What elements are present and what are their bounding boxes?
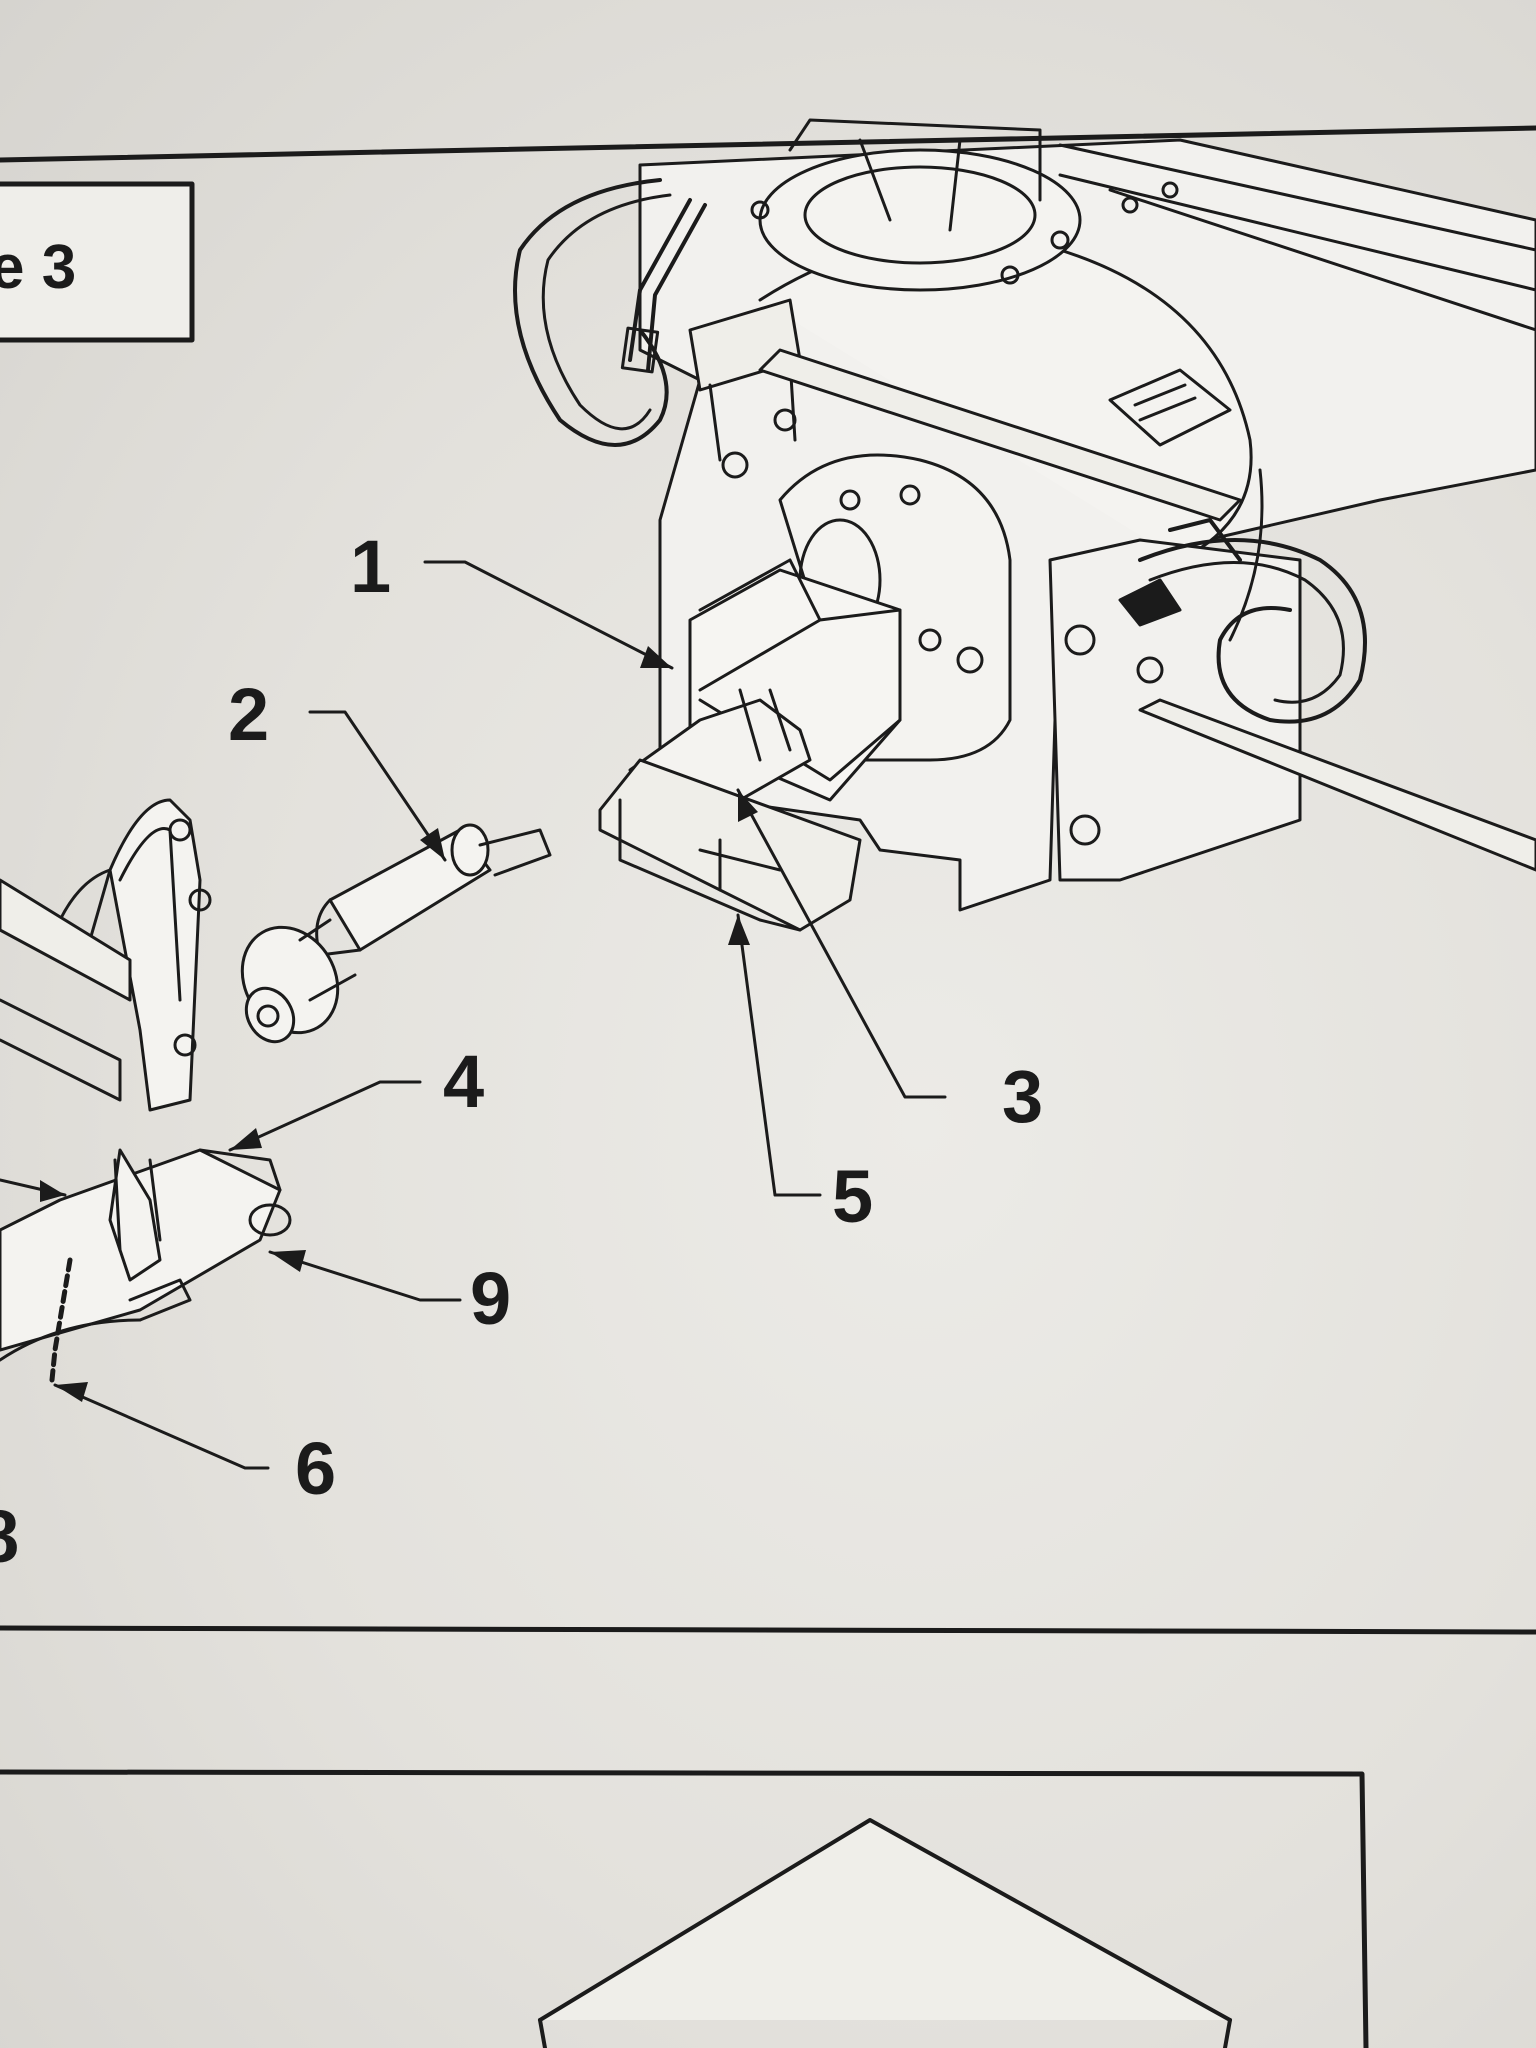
drive-shaft xyxy=(240,823,552,1044)
callout-4: 4 xyxy=(443,1040,485,1123)
lower-figure-frame xyxy=(0,1769,1369,2048)
tractor-hitch xyxy=(0,798,292,1383)
top-flange xyxy=(758,148,1082,292)
leader-3 xyxy=(736,788,947,1099)
hose-coil-right xyxy=(1138,538,1367,724)
leader-lines xyxy=(0,560,947,1470)
callout-2: 2 xyxy=(228,673,270,756)
figure-label-box xyxy=(0,181,195,343)
leader-6 xyxy=(53,1383,270,1470)
leader-9 xyxy=(268,1250,462,1302)
callout-3: 3 xyxy=(1002,1055,1044,1138)
safety-chain xyxy=(49,1257,73,1383)
cross-rail xyxy=(758,348,1242,522)
lower-figure-part xyxy=(538,1818,1232,2048)
leader-5 xyxy=(736,913,822,1197)
hydraulic-hose-left xyxy=(513,178,669,447)
callout-5: 5 xyxy=(832,1155,874,1238)
callout-6: 6 xyxy=(295,1427,337,1510)
hitch-arm xyxy=(108,798,202,1112)
leader-4 xyxy=(228,1080,422,1152)
callout-1: 1 xyxy=(350,525,392,608)
mount-plate xyxy=(598,758,862,932)
machine-assembly xyxy=(513,118,1536,932)
leader-1 xyxy=(423,560,674,670)
figure-label: e 3 xyxy=(0,233,77,302)
frame-bottom-line xyxy=(0,1625,1536,1635)
leader-2 xyxy=(308,710,447,862)
leader-arrowheads xyxy=(40,646,758,1402)
drum-label-plate xyxy=(1108,368,1232,447)
callout-9: 9 xyxy=(470,1257,512,1340)
right-bar xyxy=(1138,698,1536,872)
frame-top-line xyxy=(0,125,1536,163)
callout-8: 8 xyxy=(0,1500,19,1574)
